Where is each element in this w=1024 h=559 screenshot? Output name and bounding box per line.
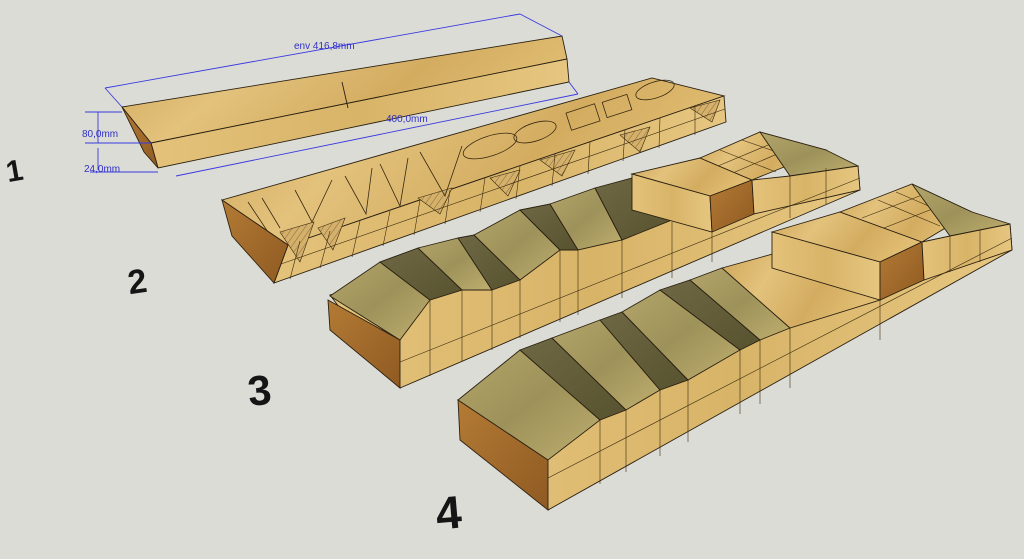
board-4-segments [547,230,1013,484]
board-step-1: env 416,8mm 400,0mm 80,0mm 24,0mm [82,13,579,177]
thickness-label: 24,0mm [84,164,120,175]
board-2-end [221,198,289,284]
board-2-segments [280,106,726,280]
step-number-2: 2 [125,262,149,302]
envelope-length-label: env 416,8mm [294,41,355,52]
board-3-end [327,299,401,389]
step-number-4: 4 [434,486,464,540]
step-number-3: 3 [245,366,273,415]
dimension-lines [85,13,579,177]
board-step-3 [327,131,861,389]
board-1-end [121,106,159,169]
height-label: 80,0mm [82,129,118,140]
board-step-4 [457,183,1013,511]
length-label: 400,0mm [386,114,428,125]
board-step-2 [220,77,727,284]
pencil-marks [247,79,675,233]
board-1-mark [341,81,349,109]
step-number-1: 1 [3,154,25,189]
board-3-segments [399,168,861,376]
